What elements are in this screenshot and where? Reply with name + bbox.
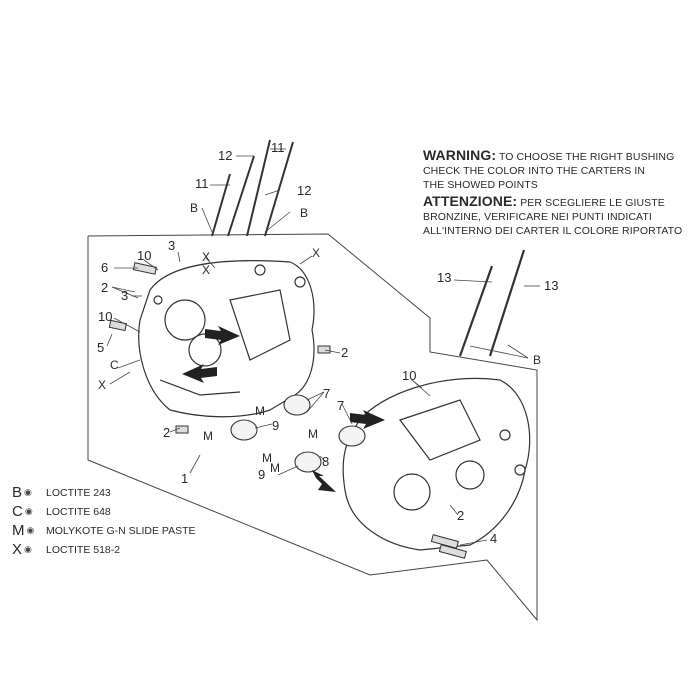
callout-2: 2 <box>163 425 170 440</box>
mark-m: M <box>262 451 272 465</box>
callout-12: 12 <box>297 183 311 198</box>
assembly-outline <box>87 233 538 622</box>
mark-c: C <box>110 358 119 372</box>
callout-7: 7 <box>323 386 330 401</box>
callout-7: 7 <box>337 398 344 413</box>
mark-m: M <box>308 427 318 441</box>
inspection-arrows <box>182 326 385 492</box>
upper-studs <box>211 139 294 237</box>
attenzione-line-3: ALL'INTERNO DEI CARTER IL COLORE RIPORTA… <box>423 225 683 237</box>
callout-4: 4 <box>490 531 497 546</box>
drop-icon: ◉ <box>24 544 32 554</box>
legend-key-m: M <box>12 522 25 539</box>
right-crankcase-half <box>342 377 531 551</box>
drop-icon: ◉ <box>24 506 33 516</box>
drop-icon: ◉ <box>26 525 35 535</box>
warning-note-english: WARNING: TO CHOOSE THE RIGHT BUSHING CHE… <box>423 148 674 192</box>
callout-3: 3 <box>121 288 128 303</box>
callout-13: 13 <box>544 278 558 293</box>
attenzione-line-1: PER SCEGLIERE LE GIUSTE <box>520 197 665 209</box>
callout-2: 2 <box>457 508 464 523</box>
legend-key-b: B <box>12 484 23 501</box>
callout-11: 11 <box>195 176 209 191</box>
callout-10: 10 <box>137 248 151 263</box>
legend-row-m: M◉ MOLYKOTE G-N SLIDE PASTE <box>12 521 196 540</box>
callout-13: 13 <box>437 270 451 285</box>
mark-x: X <box>202 263 210 277</box>
mark-m: M <box>255 404 265 418</box>
callout-9: 9 <box>272 418 279 433</box>
mark-m: M <box>203 429 213 443</box>
warning-line-1: TO CHOOSE THE RIGHT BUSHING <box>498 151 675 163</box>
compound-marks: B B B X X X X C M M M M M <box>98 201 541 475</box>
mark-x: X <box>98 378 106 392</box>
attenzione-line-2: BRONZINE, VERIFICARE NEI PUNTI INDICATI <box>423 211 652 223</box>
callout-2: 2 <box>341 345 348 360</box>
mark-b: B <box>533 353 541 367</box>
legend-key-x: X <box>12 541 23 558</box>
compound-legend: B◉ LOCTITE 243 C◉ LOCTITE 648 M◉ MOLYKOT… <box>12 483 196 559</box>
callout-8: 8 <box>322 454 329 469</box>
mark-x: X <box>312 246 320 260</box>
callout-2: 2 <box>101 280 108 295</box>
callout-10: 10 <box>402 368 416 383</box>
mark-m: M <box>270 461 280 475</box>
legend-row-x: X◉ LOCTITE 518-2 <box>12 540 196 559</box>
legend-key-c: C <box>12 503 23 520</box>
mark-b: B <box>190 201 198 215</box>
mark-b: B <box>300 206 308 220</box>
warning-note-italian: ATTENZIONE: PER SCEGLIERE LE GIUSTE BRON… <box>423 194 682 238</box>
warning-line-2: CHECK THE COLOR INTO THE CARTERS IN <box>423 165 646 177</box>
callout-numbers: 12 11 11 12 13 13 10 3 6 2 3 10 5 2 7 9 … <box>97 140 558 546</box>
long-studs-13 <box>458 249 526 357</box>
legend-text-m: MOLYKOTE G-N SLIDE PASTE <box>46 524 196 537</box>
legend-text-b: LOCTITE 243 <box>46 486 111 499</box>
left-crankcase-half <box>138 260 315 418</box>
callout-6: 6 <box>101 260 108 275</box>
callout-1: 1 <box>181 471 188 486</box>
legend-text-x: LOCTITE 518-2 <box>46 543 121 556</box>
mark-x: X <box>202 250 210 264</box>
dowels <box>108 262 467 559</box>
callout-3: 3 <box>168 238 175 253</box>
legend-row-c: C◉ LOCTITE 648 <box>12 502 196 521</box>
bushings <box>230 394 366 473</box>
callout-9: 9 <box>258 467 265 482</box>
leader-lines <box>106 148 540 546</box>
callout-10: 10 <box>98 309 112 324</box>
legend-row-b: B◉ LOCTITE 243 <box>12 483 196 502</box>
warning-line-3: THE SHOWED POINTS <box>423 179 538 191</box>
legend-text-c: LOCTITE 648 <box>46 505 111 518</box>
callout-12: 12 <box>218 148 232 163</box>
drop-icon: ◉ <box>24 487 32 497</box>
attenzione-label: ATTENZIONE: <box>423 193 518 209</box>
callout-5: 5 <box>97 340 104 355</box>
callout-11: 11 <box>271 140 285 155</box>
warning-label: WARNING: <box>423 147 497 163</box>
